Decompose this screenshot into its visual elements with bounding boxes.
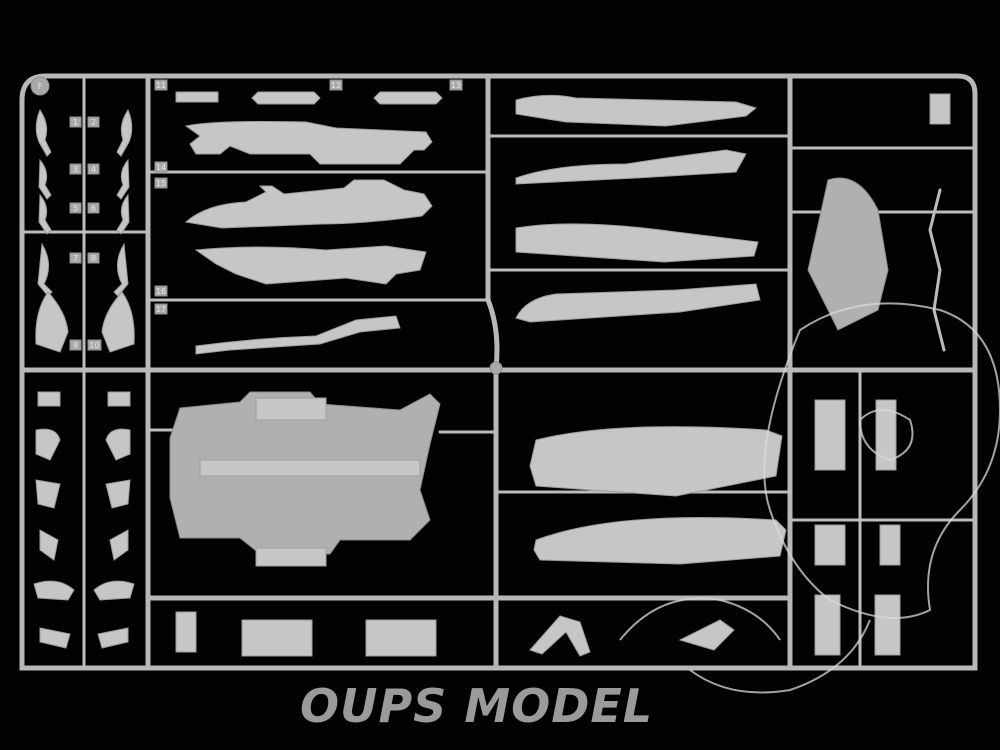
- svg-text:7: 7: [73, 254, 78, 263]
- svg-text:5: 5: [73, 204, 78, 213]
- svg-text:4: 4: [91, 165, 96, 174]
- svg-text:11: 11: [156, 81, 166, 90]
- centre-fuselage-part: [169, 391, 441, 567]
- svg-text:14: 14: [156, 163, 166, 172]
- watermark-text: OUPS MODEL: [300, 679, 653, 733]
- svg-text:8: 8: [91, 254, 96, 263]
- svg-text:F: F: [38, 82, 43, 91]
- svg-text:15: 15: [156, 179, 166, 188]
- mascot-watermark: [619, 302, 1000, 694]
- svg-text:6: 6: [91, 204, 96, 213]
- svg-text:13: 13: [451, 81, 461, 90]
- svg-text:10: 10: [89, 341, 99, 350]
- part-number-tabs: 1 2 3 4 5 6 7 8 9 10 11 12 13 14 15 16 1…: [69, 79, 463, 351]
- svg-text:16: 16: [156, 287, 166, 296]
- left-small-parts: [33, 108, 135, 649]
- svg-text:9: 9: [73, 341, 78, 350]
- fuselage-parts-upper-left: [184, 121, 433, 355]
- sprue-letter-tab: F: [30, 76, 50, 96]
- svg-text:1: 1: [73, 118, 78, 127]
- svg-text:17: 17: [156, 305, 166, 314]
- fuselage-parts-lower-middle: [529, 426, 787, 565]
- fuselage-parts-upper-middle: [515, 94, 761, 323]
- svg-text:12: 12: [331, 81, 341, 90]
- svg-text:3: 3: [73, 165, 78, 174]
- top-small-parts: [175, 91, 443, 105]
- right-panel-parts: [807, 93, 951, 656]
- svg-text:2: 2: [91, 118, 96, 127]
- bottom-small-parts: [175, 611, 735, 657]
